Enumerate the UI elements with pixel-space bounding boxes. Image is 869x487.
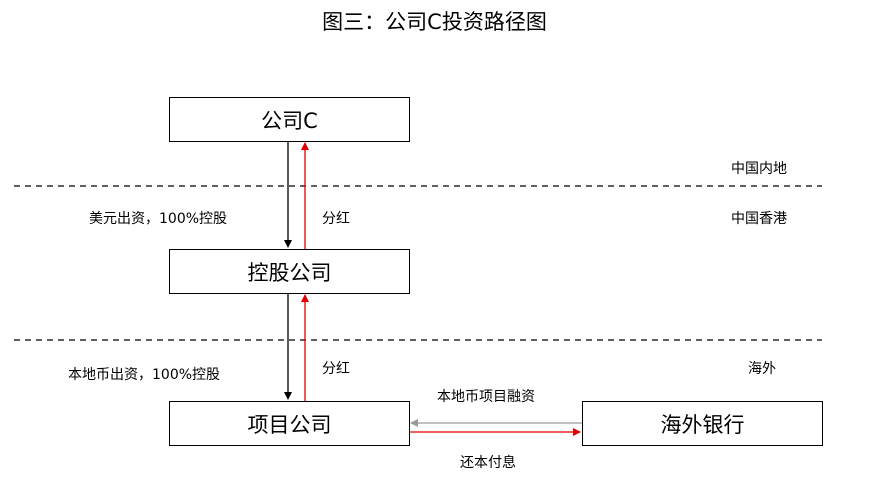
node-overseas-bank: 海外银行: [582, 401, 823, 446]
edge-label-project-to-bank: 还本付息: [460, 455, 516, 471]
node-holding-company: 控股公司: [169, 249, 410, 294]
region-label-mainland: 中国内地: [731, 161, 787, 177]
node-overseas-bank-label: 海外银行: [660, 412, 745, 437]
region-label-hongkong: 中国香港: [731, 211, 787, 227]
node-company-c: 公司C: [169, 97, 410, 142]
region-label-overseas: 海外: [748, 361, 776, 377]
edge-label-holding-to-project: 本地币出资，100%控股: [68, 367, 221, 383]
edge-label-project-to-holding: 分红: [322, 361, 350, 377]
edge-label-c-to-holding: 美元出资，100%控股: [89, 211, 228, 227]
edge-label-holding-to-c: 分红: [322, 211, 350, 227]
node-project-company: 项目公司: [169, 401, 410, 446]
edge-label-bank-to-project: 本地币项目融资: [437, 389, 535, 405]
page-title: 图三：公司C投资路径图: [322, 10, 547, 34]
node-company-c-label: 公司C: [261, 108, 318, 133]
node-holding-company-label: 控股公司: [247, 260, 332, 285]
node-project-company-label: 项目公司: [247, 412, 332, 437]
